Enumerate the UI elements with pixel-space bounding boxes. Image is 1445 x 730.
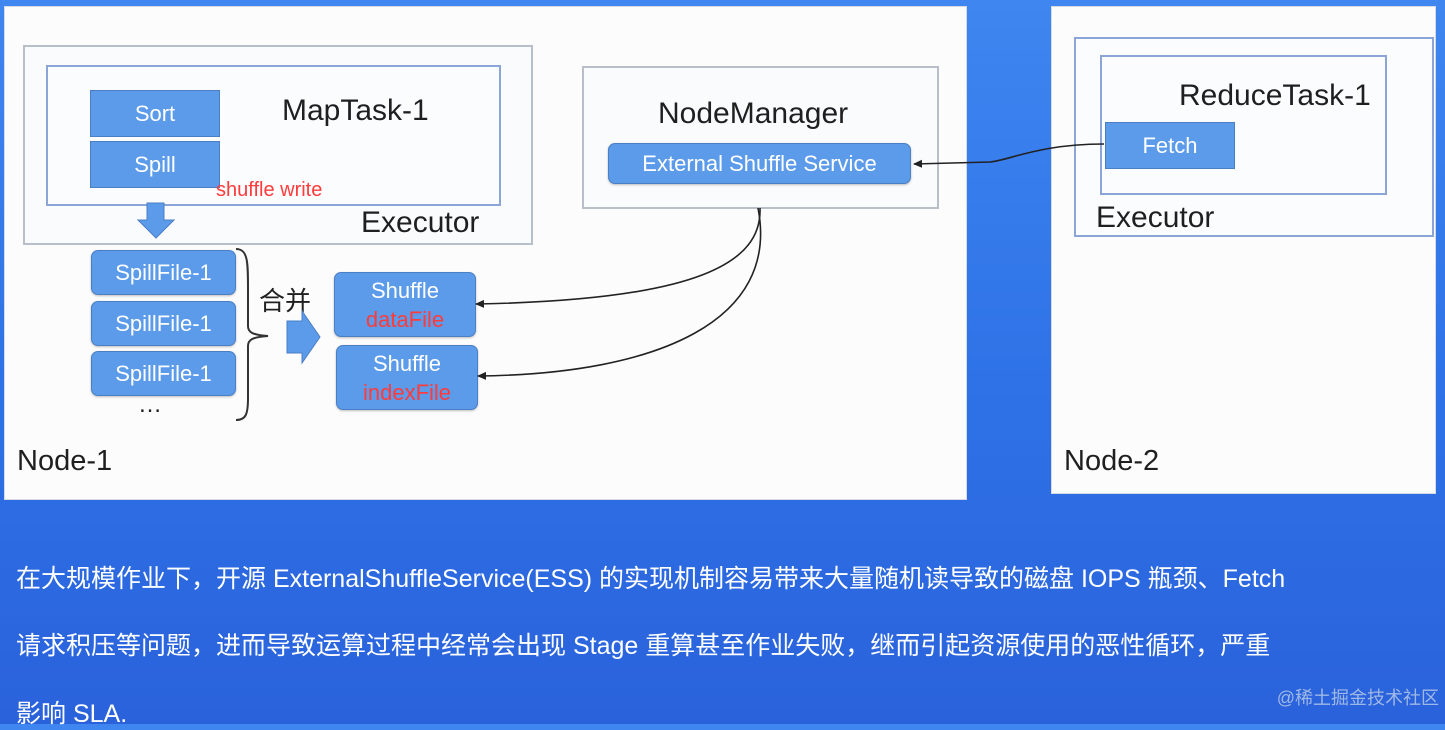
arrow-ess-to-datafile [475, 207, 761, 308]
node-2-label: Node-2 [1064, 445, 1160, 477]
right-arrow-icon [286, 309, 321, 365]
spill-file-3: SpillFile-1 [91, 351, 236, 396]
merge-brace [235, 248, 269, 421]
nodemanager-box [582, 66, 939, 209]
caption-line-3: 影响 SLA. [16, 700, 128, 728]
node-1-panel: MapTask-1 Sort Spill shuffle write Execu… [4, 6, 967, 500]
caption-line-1: 在大规模作业下，开源 ExternalShuffleService(ESS) 的… [16, 565, 1286, 593]
watermark: @稀土掘金技术社区 [1276, 688, 1439, 708]
spill-file-1: SpillFile-1 [91, 250, 236, 295]
caption-line-2: 请求积压等问题，进而导致运算过程中经常会出现 Stage 重算甚至作业失败，继而… [16, 632, 1271, 660]
spill-ellipsis: … [138, 391, 162, 418]
reducetask-title: ReduceTask-1 [1179, 79, 1371, 112]
shuffle-indexfile-top: Shuffle [372, 350, 442, 376]
executor-label: Executor [361, 206, 480, 239]
down-arrow-icon [136, 202, 176, 239]
fetch-box: Fetch [1105, 122, 1235, 169]
shuffle-datafile-top: Shuffle [370, 277, 440, 303]
shuffle-indexfile-box: Shuffle indexFile [336, 345, 478, 410]
node-2-panel: ReduceTask-1 Fetch Executor Node-2 [1051, 6, 1436, 494]
spill-file-2: SpillFile-1 [91, 301, 236, 346]
arrow-ess-to-indexfile [477, 207, 762, 380]
shuffle-datafile-bottom: dataFile [365, 306, 445, 332]
arrow-fetch-to-ess [913, 143, 1105, 168]
sort-box: Sort [90, 90, 220, 137]
node2-executor-label: Executor [1096, 201, 1215, 234]
node-1-label: Node-1 [17, 445, 113, 477]
spill-box: Spill [90, 141, 220, 188]
nodemanager-title: NodeManager [658, 97, 849, 130]
external-shuffle-service-box: External Shuffle Service [608, 143, 911, 184]
shuffle-write-label: shuffle write [216, 179, 323, 201]
shuffle-datafile-box: Shuffle dataFile [334, 272, 476, 337]
shuffle-indexfile-bottom: indexFile [362, 379, 452, 405]
maptask-title: MapTask-1 [282, 94, 429, 127]
